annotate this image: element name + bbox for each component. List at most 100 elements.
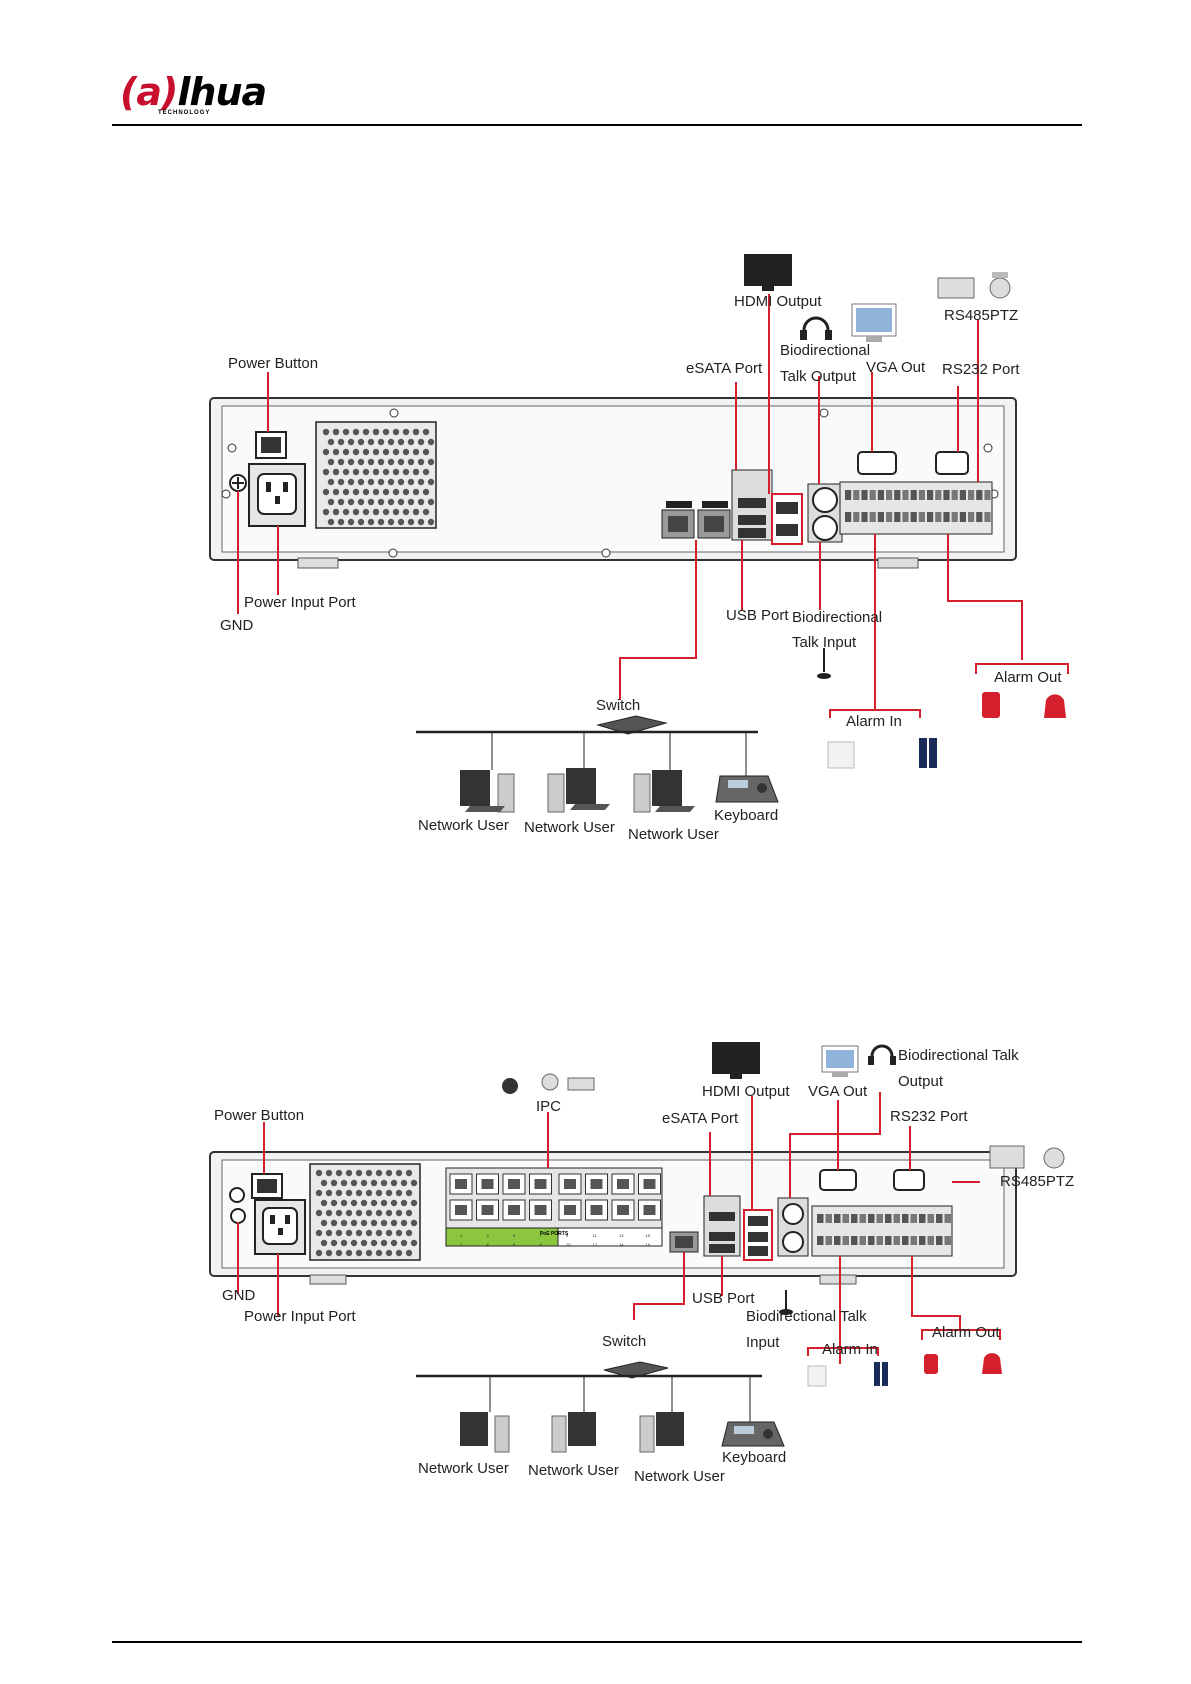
grille-hole bbox=[407, 518, 415, 526]
terminal-slot bbox=[919, 1236, 926, 1245]
grille-hole bbox=[392, 448, 400, 456]
grille-hole bbox=[357, 438, 365, 446]
grille-hole bbox=[382, 488, 390, 496]
ipc-camera-icons bbox=[502, 1073, 595, 1094]
grille-hole bbox=[325, 1189, 333, 1197]
terminal-slot bbox=[944, 1236, 951, 1245]
poe-port-socket bbox=[508, 1179, 520, 1189]
logo-wordmark: (a)lhua bbox=[120, 70, 267, 114]
grille-hole bbox=[410, 1239, 418, 1247]
grille-hole bbox=[402, 468, 410, 476]
grille-hole bbox=[362, 448, 370, 456]
grille-hole bbox=[332, 448, 340, 456]
grille-hole bbox=[372, 428, 380, 436]
nvr-rear-panel-1 bbox=[209, 397, 1017, 569]
grille-hole bbox=[400, 1219, 408, 1227]
terminal-slot bbox=[893, 1214, 900, 1223]
label-switch: Switch bbox=[602, 1333, 646, 1350]
grille-hole bbox=[342, 468, 350, 476]
grille-hole bbox=[362, 468, 370, 476]
terminal-slot bbox=[825, 1236, 832, 1245]
grille-hole bbox=[355, 1249, 363, 1257]
terminal-slot bbox=[918, 512, 925, 522]
vga-monitor-icon bbox=[851, 303, 897, 342]
grille-hole bbox=[315, 1189, 323, 1197]
network-drop-lines bbox=[489, 1376, 751, 1422]
grille-hole bbox=[375, 1189, 383, 1197]
headset-icon bbox=[868, 1044, 896, 1065]
grille-hole bbox=[422, 428, 430, 436]
label-gnd: GND bbox=[220, 617, 254, 634]
grille-hole bbox=[332, 488, 340, 496]
keyboard-icon bbox=[721, 1421, 785, 1447]
poe-port-number: 10 bbox=[566, 1242, 571, 1247]
poe-port-number: 2 bbox=[460, 1242, 463, 1247]
grille-hole bbox=[320, 1219, 328, 1227]
grille-hole bbox=[362, 508, 370, 516]
grille-hole bbox=[330, 1179, 338, 1187]
grille-hole bbox=[375, 1209, 383, 1217]
grille-hole bbox=[335, 1249, 343, 1257]
grille-hole bbox=[412, 428, 420, 436]
grille-hole bbox=[315, 1249, 323, 1257]
grille-hole bbox=[337, 498, 345, 506]
grille-hole bbox=[322, 508, 330, 516]
grille-hole bbox=[392, 488, 400, 496]
poe-port-number: 14 bbox=[619, 1242, 624, 1247]
label-vga-out: VGA Out bbox=[866, 359, 926, 376]
terminal-slot bbox=[959, 512, 966, 522]
grille-hole bbox=[417, 478, 425, 486]
grille-hole bbox=[367, 438, 375, 446]
grille-hole bbox=[380, 1239, 388, 1247]
grille-hole bbox=[427, 518, 435, 526]
grille-hole bbox=[372, 508, 380, 516]
logo-subtitle: TECHNOLOGY bbox=[158, 110, 211, 116]
terminal-slot bbox=[959, 490, 966, 500]
grille-hole bbox=[315, 1229, 323, 1237]
callout-lines-2 bbox=[237, 1092, 1001, 1364]
label-talk-input-line2: Input bbox=[746, 1334, 780, 1351]
terminal-slot bbox=[902, 490, 909, 500]
label-talk-input-line1: Biodirectional bbox=[792, 609, 882, 626]
grille-hole bbox=[422, 448, 430, 456]
grille-hole bbox=[392, 428, 400, 436]
terminal-slot bbox=[976, 512, 983, 522]
terminal-slot bbox=[877, 490, 884, 500]
label-rs485ptz: RS485PTZ bbox=[1000, 1173, 1074, 1190]
grille-hole bbox=[365, 1229, 373, 1237]
grille-hole bbox=[330, 1219, 338, 1227]
keyboard-icon bbox=[715, 775, 779, 803]
headset-icon bbox=[800, 316, 832, 340]
terminal-slot bbox=[902, 1236, 909, 1245]
terminal-slot bbox=[876, 1214, 883, 1223]
poe-port-number: 15 bbox=[646, 1233, 651, 1238]
terminal-slot bbox=[927, 1214, 934, 1223]
grille-hole bbox=[417, 438, 425, 446]
poe-port-socket bbox=[455, 1179, 467, 1189]
grille-hole bbox=[335, 1189, 343, 1197]
terminal-slot bbox=[910, 1214, 917, 1223]
terminal-slot bbox=[919, 1214, 926, 1223]
grille-hole bbox=[342, 508, 350, 516]
terminal-slot bbox=[893, 1236, 900, 1245]
label-network-user-1: Network User bbox=[418, 1460, 509, 1477]
fan-grille-holes bbox=[322, 428, 435, 526]
terminal-slot bbox=[968, 512, 975, 522]
grille-hole bbox=[350, 1219, 358, 1227]
grille-hole bbox=[370, 1239, 378, 1247]
terminal-slot bbox=[869, 490, 876, 500]
label-alarm-out: Alarm Out bbox=[994, 669, 1062, 686]
grille-hole bbox=[327, 478, 335, 486]
label-esata-port: eSATA Port bbox=[686, 360, 763, 377]
grille-hole bbox=[320, 1179, 328, 1187]
poe-port-number: 3 bbox=[487, 1233, 490, 1238]
label-talk-input-line2: Talk Input bbox=[792, 634, 857, 651]
grille-hole bbox=[407, 498, 415, 506]
grille-hole bbox=[385, 1249, 393, 1257]
terminal-slot bbox=[868, 1236, 875, 1245]
grille-hole bbox=[345, 1169, 353, 1177]
poe-port-socket bbox=[455, 1205, 467, 1215]
grille-hole bbox=[360, 1179, 368, 1187]
terminal-slot bbox=[845, 512, 852, 522]
